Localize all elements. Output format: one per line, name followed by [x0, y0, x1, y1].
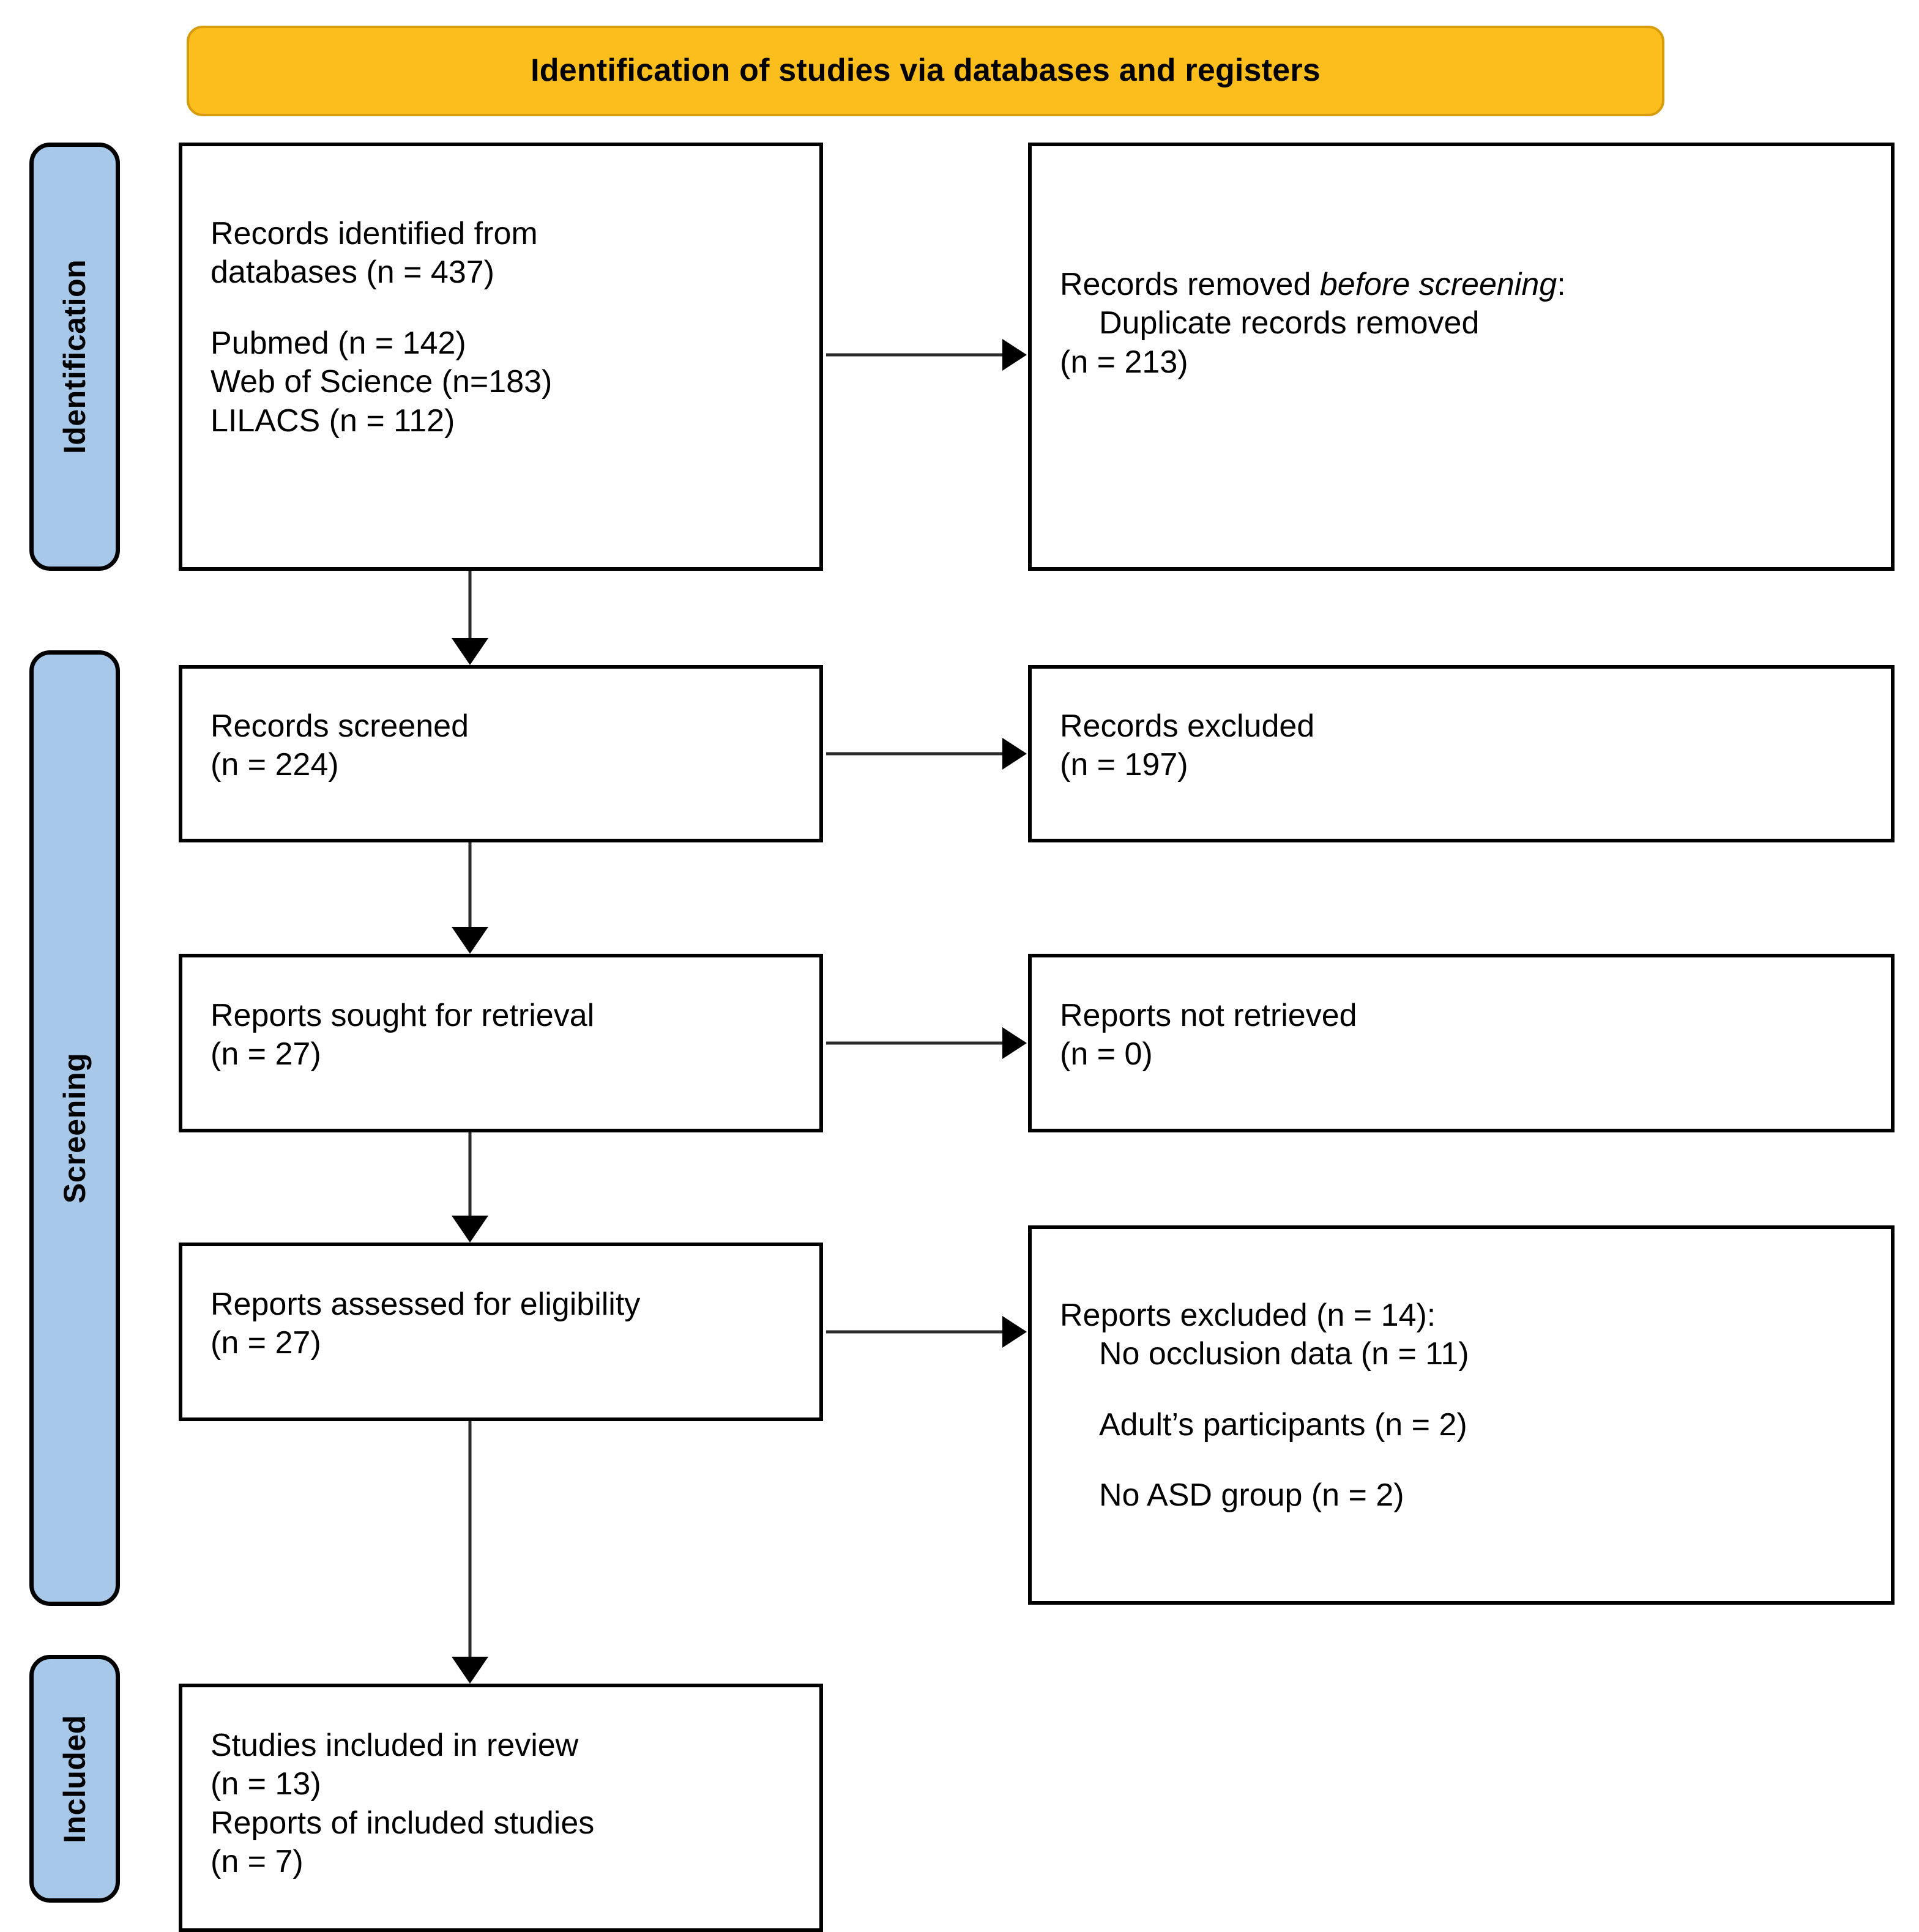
studies-included-line-3: Reports of included studies	[211, 1805, 595, 1841]
box-records-removed: Records removed before screening: Duplic…	[1028, 143, 1895, 571]
records-identified-web-of-science: Web of Science (n=183)	[211, 364, 553, 400]
box-reports-excluded: Reports excluded (n = 14): No occlusion …	[1028, 1225, 1895, 1605]
box-studies-included: Studies included in review (n = 13) Repo…	[179, 1684, 823, 1932]
reports-assessed-line-1: Reports assessed for eligibility	[211, 1287, 641, 1322]
box-reports-sought: Reports sought for retrieval (n = 27)	[179, 954, 823, 1132]
box-reports-not-retrieved: Reports not retrieved (n = 0)	[1028, 954, 1895, 1132]
reports-excluded-no-occlusion-data: No occlusion data (n = 11)	[1099, 1336, 1469, 1372]
records-identified-lilacs: LILACS (n = 112)	[211, 403, 455, 439]
reports-excluded-heading: Reports excluded (n = 14):	[1060, 1298, 1436, 1333]
stage-bar-screening: Screening	[29, 650, 120, 1606]
box-records-excluded: Records excluded (n = 197)	[1028, 665, 1895, 842]
reports-excluded-adult-participants: Adult’s participants (n = 2)	[1099, 1406, 1467, 1443]
arrow-screened-to-excluded	[826, 738, 1028, 770]
box-records-screened: Records screened (n = 224)	[179, 665, 823, 842]
reports-not-retrieved-line-2: (n = 0)	[1060, 1036, 1153, 1072]
studies-included-line-2: (n = 13)	[211, 1766, 321, 1802]
arrow-assessed-to-included	[452, 1421, 488, 1684]
diagram-header-banner: Identification of studies via databases …	[187, 26, 1664, 116]
arrow-identified-to-removed	[826, 339, 1028, 371]
reports-not-retrieved-line-1: Reports not retrieved	[1060, 998, 1357, 1033]
stage-bar-identification: Identification	[29, 143, 120, 571]
records-identified-pubmed: Pubmed (n = 142)	[211, 325, 466, 361]
studies-included-line-1: Studies included in review	[211, 1728, 579, 1763]
reports-assessed-line-2: (n = 27)	[211, 1325, 321, 1361]
box-records-identified: Records identified from databases (n = 4…	[179, 143, 823, 571]
reports-sought-line-2: (n = 27)	[211, 1036, 321, 1072]
stage-label-included: Included	[58, 1714, 92, 1843]
records-excluded-line-1: Records excluded	[1060, 708, 1315, 744]
records-removed-heading-c: :	[1557, 267, 1566, 302]
records-removed-count: (n = 213)	[1060, 344, 1188, 380]
stage-label-identification: Identification	[58, 259, 92, 455]
records-removed-heading-a: Records removed	[1060, 267, 1320, 302]
arrow-sought-to-not-retrieved	[826, 1027, 1028, 1059]
arrow-sought-to-assessed	[452, 1132, 488, 1243]
stage-label-screening: Screening	[58, 1052, 92, 1204]
records-removed-duplicates: Duplicate records removed	[1099, 305, 1480, 341]
records-screened-line-1: Records screened	[211, 708, 469, 744]
arrow-assessed-to-excluded	[826, 1316, 1028, 1348]
box-reports-assessed: Reports assessed for eligibility (n = 27…	[179, 1243, 823, 1421]
reports-excluded-no-asd-group: No ASD group (n = 2)	[1099, 1477, 1404, 1514]
diagram-title: Identification of studies via databases …	[531, 53, 1321, 89]
reports-sought-line-1: Reports sought for retrieval	[211, 998, 595, 1033]
stage-bar-included: Included	[29, 1655, 120, 1903]
studies-included-line-4: (n = 7)	[211, 1844, 304, 1880]
records-removed-heading: Records removed before screening:	[1060, 266, 1879, 304]
records-removed-heading-emphasis: before screening	[1319, 267, 1557, 302]
arrow-screened-to-sought	[452, 842, 488, 954]
records-identified-line-1: Records identified from	[211, 216, 538, 251]
records-screened-line-2: (n = 224)	[211, 747, 339, 783]
records-identified-line-2: databases (n = 437)	[211, 255, 494, 291]
arrow-identified-to-screened	[452, 571, 488, 665]
records-excluded-line-2: (n = 197)	[1060, 747, 1188, 783]
